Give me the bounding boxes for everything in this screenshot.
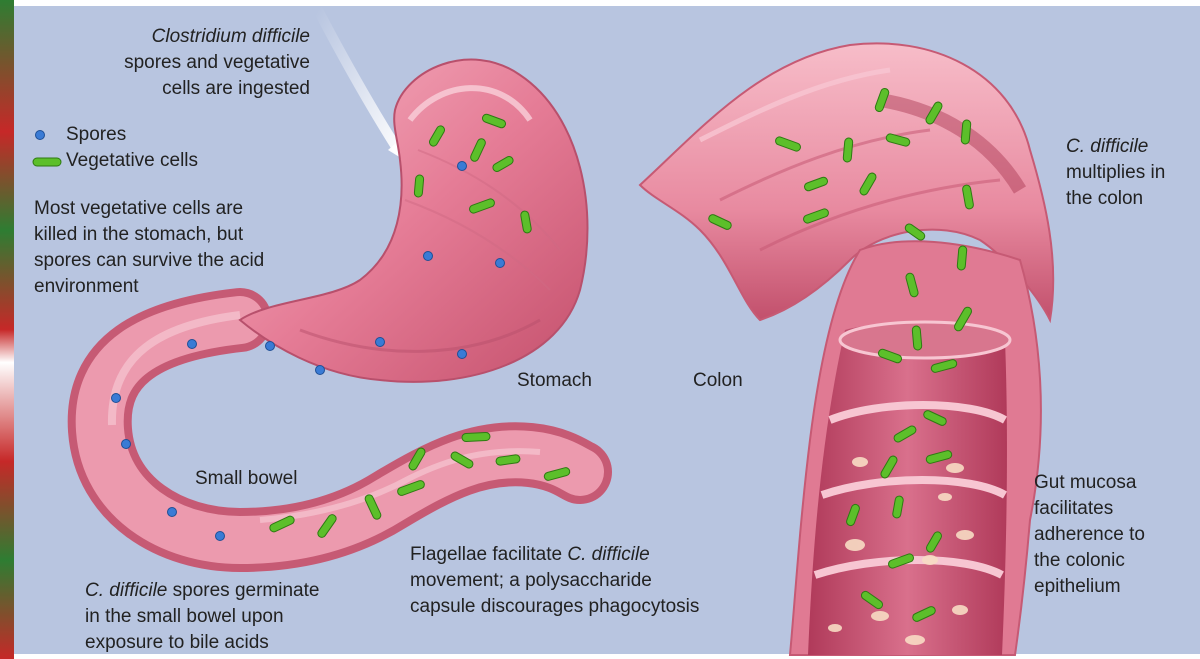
- germinate-label-rest: spores germinate: [167, 580, 319, 601]
- spore: [424, 252, 433, 261]
- stomach-note: Most vegetative cells are killed in the …: [34, 196, 264, 300]
- vegetative-cell: [462, 432, 490, 441]
- vegetative-cell: [912, 326, 922, 351]
- colon: [640, 43, 1053, 655]
- legend-spore-icon: [36, 131, 45, 140]
- flagellae-label: Flagellae facilitate C. difficile moveme…: [410, 542, 699, 620]
- flagellae-label-line3: capsule discourages phagocytosis: [410, 594, 699, 620]
- mucosa-label-line4: the colonic: [1034, 548, 1145, 574]
- mucosa-label-line5: epithelium: [1034, 574, 1145, 600]
- mucosa-label-line2: facilitates: [1034, 496, 1145, 522]
- stomach-note-line3: spores can survive the acid: [34, 248, 264, 274]
- stomach-note-line2: killed in the stomach, but: [34, 222, 264, 248]
- multiplies-label-line1: C. difficile: [1066, 134, 1165, 160]
- vegetative-cell: [843, 138, 853, 163]
- multiplies-label-line3: the colon: [1066, 186, 1165, 212]
- spore: [458, 350, 467, 359]
- ingestion-label: Clostridium difficile spores and vegetat…: [60, 24, 310, 102]
- mucosa-label: Gut mucosa facilitates adherence to the …: [1034, 470, 1145, 600]
- colon-label: Colon: [693, 368, 743, 394]
- ingestion-label-line3: cells are ingested: [60, 76, 310, 102]
- stomach-note-line4: environment: [34, 274, 264, 300]
- spore: [122, 440, 131, 449]
- flagellae-label-line2: movement; a polysaccharide: [410, 568, 699, 594]
- multiplies-label: C. difficile multiplies in the colon: [1066, 134, 1165, 212]
- flagellae-label-start: Flagellae facilitate: [410, 544, 567, 565]
- vegetative-cell: [414, 175, 424, 198]
- spore: [266, 342, 275, 351]
- spore: [316, 366, 325, 375]
- germinate-label-italic: C. difficile: [85, 580, 167, 601]
- spore: [188, 340, 197, 349]
- spore: [168, 508, 177, 517]
- legend-vegetative-label: Vegetative cells: [66, 148, 198, 174]
- germinate-label-line1: C. difficile spores germinate: [85, 578, 319, 604]
- legend-spores-label: Spores: [66, 122, 126, 148]
- vegetative-cell: [961, 120, 971, 145]
- stomach-note-line1: Most vegetative cells are: [34, 196, 264, 222]
- germinate-label-line2: in the small bowel upon: [85, 604, 319, 630]
- stomach: [240, 60, 588, 382]
- legend-vegetative-cell-icon: [33, 158, 61, 166]
- ingestion-label-line2: spores and vegetative: [60, 50, 310, 76]
- germinate-label: C. difficile spores germinate in the sma…: [85, 578, 319, 656]
- small-bowel-label: Small bowel: [195, 466, 297, 492]
- spore: [376, 338, 385, 347]
- mucosa-label-line1: Gut mucosa: [1034, 470, 1145, 496]
- flagellae-label-italic: C. difficile: [567, 544, 649, 565]
- spore: [216, 532, 225, 541]
- mucosa-label-line3: adherence to: [1034, 522, 1145, 548]
- flagellae-label-line1: Flagellae facilitate C. difficile: [410, 542, 699, 568]
- stomach-label: Stomach: [517, 368, 592, 394]
- vegetative-cell: [957, 246, 967, 271]
- spore: [112, 394, 121, 403]
- multiplies-label-line2: multiplies in: [1066, 160, 1165, 186]
- germinate-label-line3: exposure to bile acids: [85, 630, 319, 656]
- ingestion-label-line1: Clostridium difficile: [60, 24, 310, 50]
- spore: [496, 259, 505, 268]
- spore: [458, 162, 467, 171]
